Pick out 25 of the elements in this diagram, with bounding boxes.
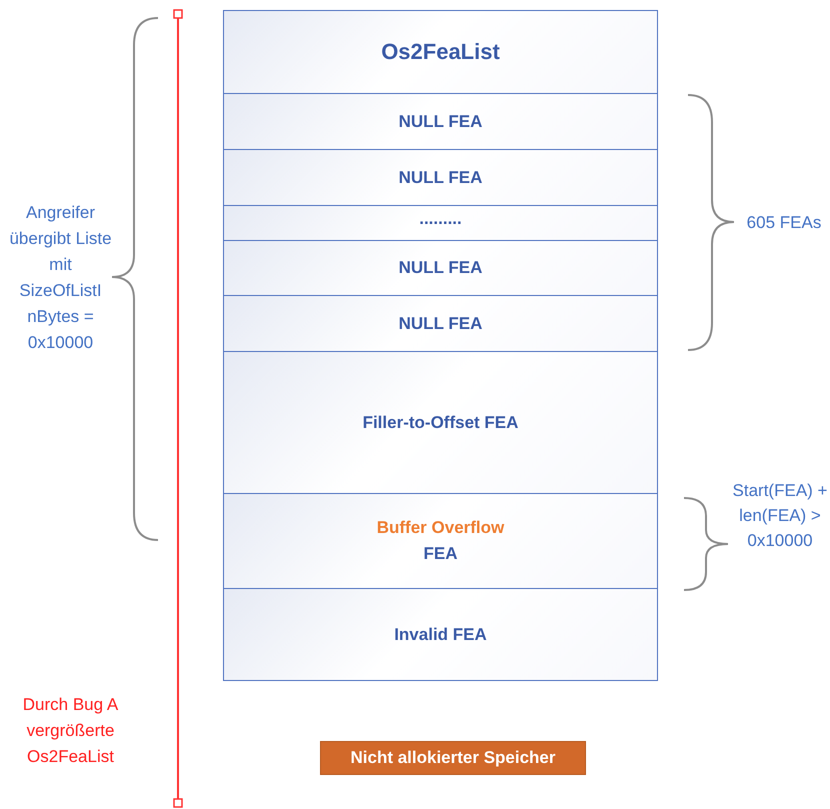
- row-text: FEA: [424, 543, 458, 565]
- brace-note: 605 FEAs: [746, 212, 822, 234]
- brace-note: Angreifer übergibt Liste mit SizeOfListI nBytes = 0x10000: [8, 202, 113, 354]
- memory-row: [223, 240, 658, 296]
- memory-row: [223, 149, 658, 206]
- brace-note: Start(FEA) + len(FEA) > 0x10000: [732, 480, 828, 552]
- row-text: Nicht allokierter Speicher: [350, 747, 556, 769]
- row-text: Filler-to-Offset FEA: [362, 412, 518, 434]
- memory-bar: [320, 741, 586, 775]
- row-text: Buffer Overflow: [376, 517, 504, 539]
- title-box: [223, 10, 658, 94]
- memory-row: [223, 295, 658, 352]
- row-text: NULL FEA: [398, 257, 482, 279]
- memory-row: [223, 588, 658, 681]
- row-text: NULL FEA: [398, 110, 482, 132]
- row-text: NULL FEA: [398, 166, 482, 188]
- memory-row: [223, 205, 658, 241]
- memory-row: [223, 93, 658, 150]
- dimension-note: Durch Bug A vergrößerte Os2FeaList: [22, 694, 120, 768]
- row-text: NULL FEA: [398, 312, 482, 334]
- row-text: Os2FeaList: [381, 39, 500, 65]
- memory-row: [223, 493, 658, 589]
- row-text: .........: [419, 211, 462, 227]
- row-text: Invalid FEA: [394, 624, 487, 646]
- memory-row: [223, 351, 658, 494]
